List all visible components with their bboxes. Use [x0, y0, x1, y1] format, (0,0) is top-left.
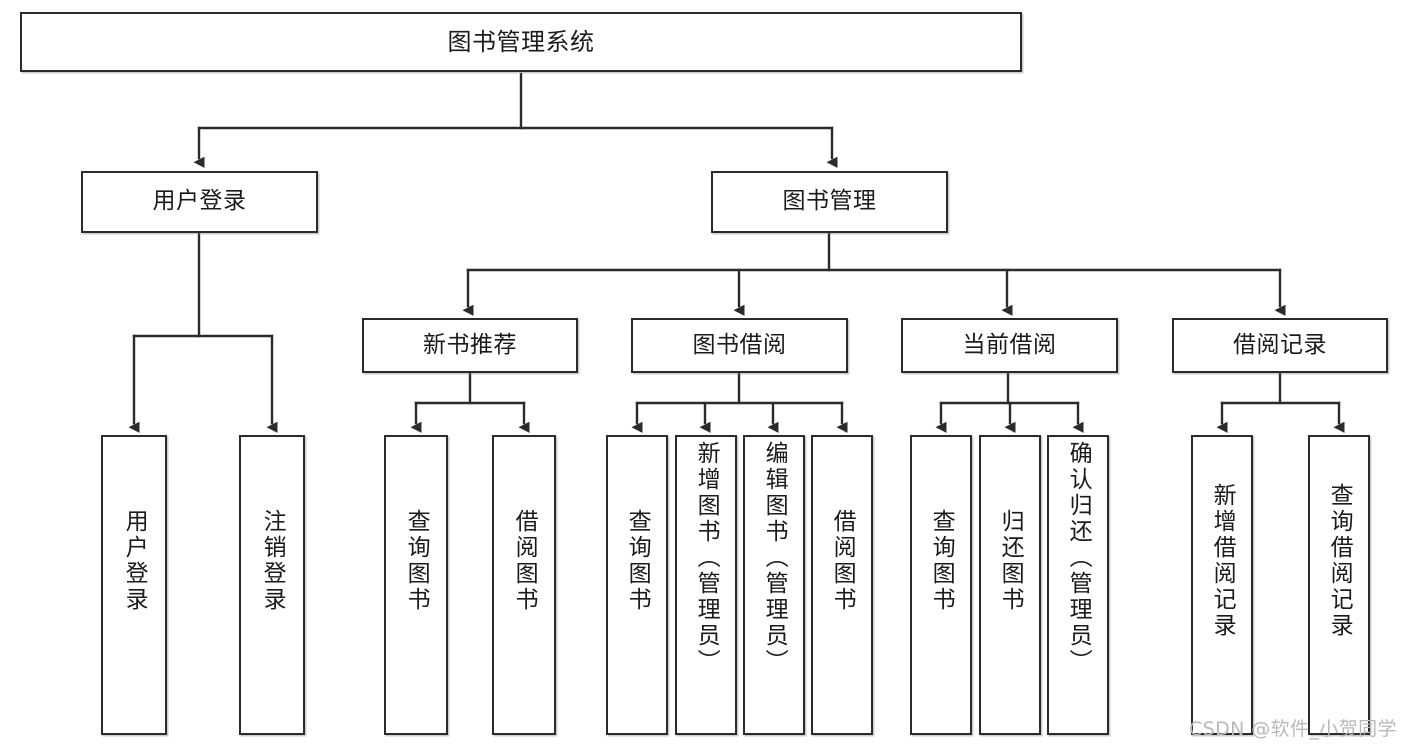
node-leaf-logout[interactable]: 注销登录: [239, 435, 305, 735]
node-leaf-add-borrow-record-label: 新增借阅记录: [1209, 483, 1236, 639]
node-leaf-confirm-return-label: 确认归还（管理员）: [1065, 441, 1092, 675]
node-leaf-borrow-book-1-label: 借阅图书: [511, 509, 538, 613]
node-leaf-query-borrow-record-label: 查询借阅记录: [1326, 483, 1353, 639]
node-leaf-borrow-book-1[interactable]: 借阅图书: [492, 435, 556, 735]
node-leaf-borrow-book-2[interactable]: 借阅图书: [811, 435, 873, 735]
node-leaf-return-book-label: 归还图书: [997, 509, 1024, 613]
node-leaf-user-login-label: 用户登录: [121, 509, 148, 613]
node-user-login[interactable]: 用户登录: [81, 171, 318, 233]
node-leaf-query-book-2[interactable]: 查询图书: [606, 435, 668, 735]
node-root-label: 图书管理系统: [447, 27, 595, 56]
node-new-book-rec-label: 新书推荐: [423, 331, 517, 358]
node-borrow-record-label: 借阅记录: [1233, 331, 1327, 358]
node-leaf-query-book-1[interactable]: 查询图书: [384, 435, 448, 735]
node-book-manage[interactable]: 图书管理: [711, 171, 948, 233]
node-current-borrow[interactable]: 当前借阅: [901, 318, 1118, 373]
node-leaf-query-book-3-label: 查询图书: [928, 509, 955, 613]
node-borrow-record[interactable]: 借阅记录: [1172, 318, 1388, 373]
node-leaf-query-borrow-record[interactable]: 查询借阅记录: [1308, 435, 1370, 735]
node-leaf-query-book-3[interactable]: 查询图书: [910, 435, 972, 735]
node-leaf-edit-book[interactable]: 编辑图书（管理员）: [743, 435, 805, 735]
node-book-manage-label: 图书管理: [782, 188, 877, 215]
node-leaf-borrow-book-2-label: 借阅图书: [829, 509, 856, 613]
node-leaf-confirm-return[interactable]: 确认归还（管理员）: [1047, 435, 1109, 735]
node-user-login-label: 用户登录: [152, 188, 247, 215]
node-leaf-logout-label: 注销登录: [259, 509, 286, 613]
node-new-book-rec[interactable]: 新书推荐: [362, 318, 578, 373]
node-current-borrow-label: 当前借阅: [962, 331, 1057, 358]
node-leaf-add-borrow-record[interactable]: 新增借阅记录: [1191, 435, 1253, 735]
node-leaf-return-book[interactable]: 归还图书: [979, 435, 1041, 735]
node-book-borrow[interactable]: 图书借阅: [631, 318, 848, 373]
node-leaf-query-book-1-label: 查询图书: [403, 509, 430, 613]
node-leaf-add-book[interactable]: 新增图书（管理员）: [675, 435, 737, 735]
node-leaf-user-login[interactable]: 用户登录: [101, 435, 167, 735]
node-leaf-add-book-label: 新增图书（管理员）: [693, 441, 720, 675]
csdn-watermark: CSDN @软件_小贺同学: [1189, 718, 1397, 740]
node-leaf-query-book-2-label: 查询图书: [624, 509, 651, 613]
node-root[interactable]: 图书管理系统: [20, 12, 1022, 72]
node-leaf-edit-book-label: 编辑图书（管理员）: [761, 441, 788, 675]
node-book-borrow-label: 图书借阅: [692, 331, 787, 358]
